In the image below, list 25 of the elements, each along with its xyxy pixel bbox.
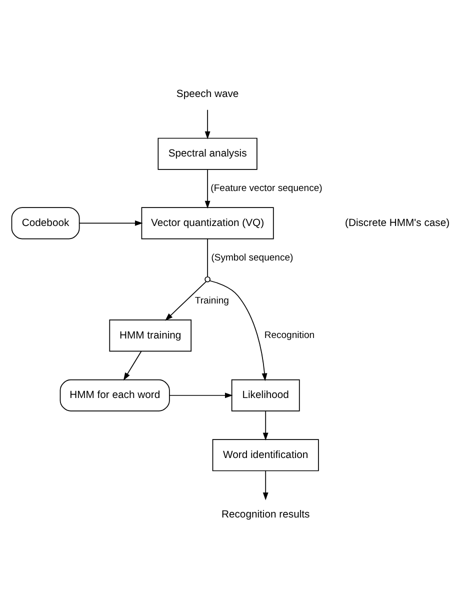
arrow — [262, 470, 268, 500]
arrow — [209, 280, 268, 382]
node-box: Vector quantization (VQ) — [141, 207, 274, 240]
node-switch — [204, 276, 210, 282]
node-box: HMM for each word — [60, 379, 170, 412]
edge-label: (Symbol sequence) — [211, 252, 294, 264]
arrow — [169, 392, 233, 398]
node-box: Codebook — [11, 207, 80, 240]
node-text: Recognition results — [221, 510, 310, 521]
label: (Discrete HMM's case) — [345, 218, 450, 229]
node-box: Likelihood — [231, 379, 300, 412]
arrow — [123, 350, 142, 381]
arrow — [204, 169, 210, 209]
node-box: HMM training — [109, 320, 192, 352]
node-box: Word identification — [212, 439, 319, 472]
edge-label: Training — [194, 295, 229, 306]
edge-label: Recognition — [264, 330, 315, 342]
arrow — [204, 109, 210, 140]
edge-label: (Feature vector sequence) — [210, 182, 322, 194]
arrow — [262, 410, 268, 440]
connector — [207, 238, 208, 278]
node-text: Speech wave — [176, 88, 239, 100]
node-box: Spectral analysis — [158, 138, 258, 170]
arrow — [78, 220, 143, 226]
arrow — [165, 281, 207, 321]
